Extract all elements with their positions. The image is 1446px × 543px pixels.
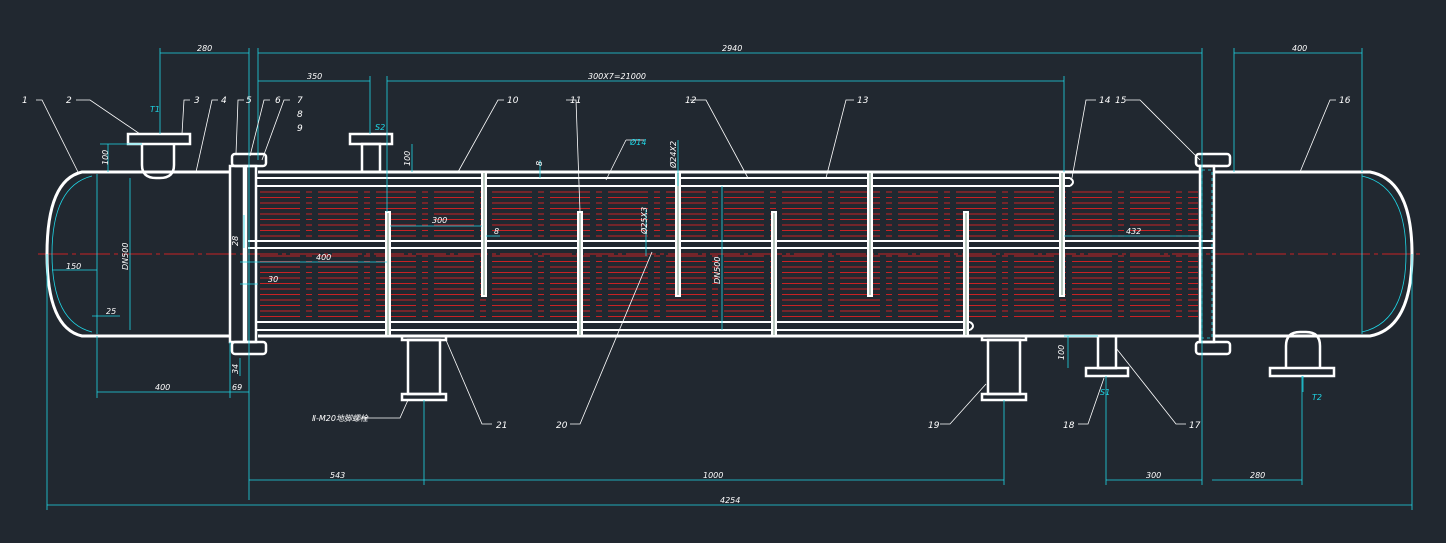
dim-bot-1000: 1000	[703, 471, 723, 480]
dim-top-pitch: 300X7=21000	[588, 72, 646, 81]
callout-5: 5	[246, 96, 252, 106]
nozzle-labels: T1 S2 S1 T2	[150, 105, 1322, 402]
dimension-lines	[46, 48, 1413, 510]
dim-phi24x2: Ø24X2	[668, 141, 678, 169]
callout-13: 13	[857, 96, 869, 106]
callout-3: 3	[194, 96, 200, 106]
dim-100-left: 100	[101, 150, 110, 165]
head-inner-lines	[51, 174, 1407, 334]
dim-bot-543: 543	[330, 471, 345, 480]
dim-phi25x3: Ø25X3	[639, 207, 649, 235]
dim-400-mid: 400	[316, 253, 331, 262]
dim-phi14: Ø14	[629, 137, 646, 147]
nozzle-label-s2: S2	[375, 123, 385, 132]
callout-17: 17	[1189, 421, 1201, 431]
saddle-right	[980, 334, 1028, 402]
dim-69: 69	[232, 383, 242, 392]
dim-top-400: 400	[1292, 44, 1307, 53]
nozzle-s1	[1084, 334, 1130, 378]
callout-16: 16	[1339, 96, 1351, 106]
callout-15: 15	[1115, 96, 1127, 106]
leader-lines	[36, 99, 1336, 425]
callout-2: 2	[66, 96, 72, 106]
callout-9: 9	[297, 124, 303, 134]
dim-8-top: 8	[535, 161, 544, 166]
dim-34: 34	[231, 364, 240, 374]
nozzle-label-s1: S1	[1100, 388, 1110, 397]
nozzle-t2	[1268, 330, 1336, 378]
callout-11: 11	[570, 96, 581, 106]
callout-labels: 1 2 3 4 5 6 7 8 9 10 11 12 13 14 15 16 1…	[22, 96, 1351, 431]
callout-6: 6	[275, 96, 281, 106]
nozzle-s2	[348, 132, 394, 174]
dim-432: 432	[1126, 227, 1141, 236]
saddle-left	[400, 334, 448, 402]
dim-bot-4254: 4254	[720, 496, 740, 505]
callout-21: 21	[496, 421, 507, 431]
dim-bot-280: 280	[1250, 471, 1265, 480]
dim-100-s2: 100	[403, 151, 412, 166]
dim-25: 25	[106, 307, 116, 316]
callout-19: 19	[928, 421, 940, 431]
dim-dn500-mid: DN500	[713, 257, 722, 284]
nozzle-t1	[126, 132, 192, 180]
dim-bot-300: 300	[1146, 471, 1161, 480]
dim-28: 28	[231, 236, 240, 246]
dim-dn500-left: DN500	[121, 243, 130, 270]
tube-bundle	[260, 191, 1198, 317]
callout-7: 7	[297, 96, 303, 106]
dim-top-350: 350	[307, 72, 322, 81]
nozzle-label-t2: T2	[1312, 393, 1322, 402]
dim-top-2940: 2940	[722, 44, 742, 53]
dim-300: 300	[432, 216, 447, 225]
callout-20: 20	[556, 421, 568, 431]
dim-150: 150	[66, 262, 81, 271]
callout-10: 10	[507, 96, 519, 106]
callout-12: 12	[685, 96, 697, 106]
dim-400-bot: 400	[155, 383, 170, 392]
dim-30: 30	[268, 275, 278, 284]
tube-rails	[248, 177, 1214, 331]
callout-4: 4	[221, 96, 227, 106]
support-note: Ⅱ-M20地脚螺栓	[312, 414, 369, 423]
dimension-texts: 280 2940 400 350 300X7=21000 100 100 8 Ø…	[66, 44, 1307, 505]
callout-18: 18	[1063, 421, 1075, 431]
callout-8: 8	[297, 110, 303, 120]
right-tubesheet	[1194, 152, 1232, 356]
nozzle-label-t1: T1	[150, 105, 160, 114]
dim-8-mid: 8	[494, 227, 499, 236]
callout-14: 14	[1099, 96, 1111, 106]
dim-top-280: 280	[197, 44, 212, 53]
dim-100-s1: 100	[1057, 345, 1066, 360]
callout-1: 1	[22, 96, 28, 106]
